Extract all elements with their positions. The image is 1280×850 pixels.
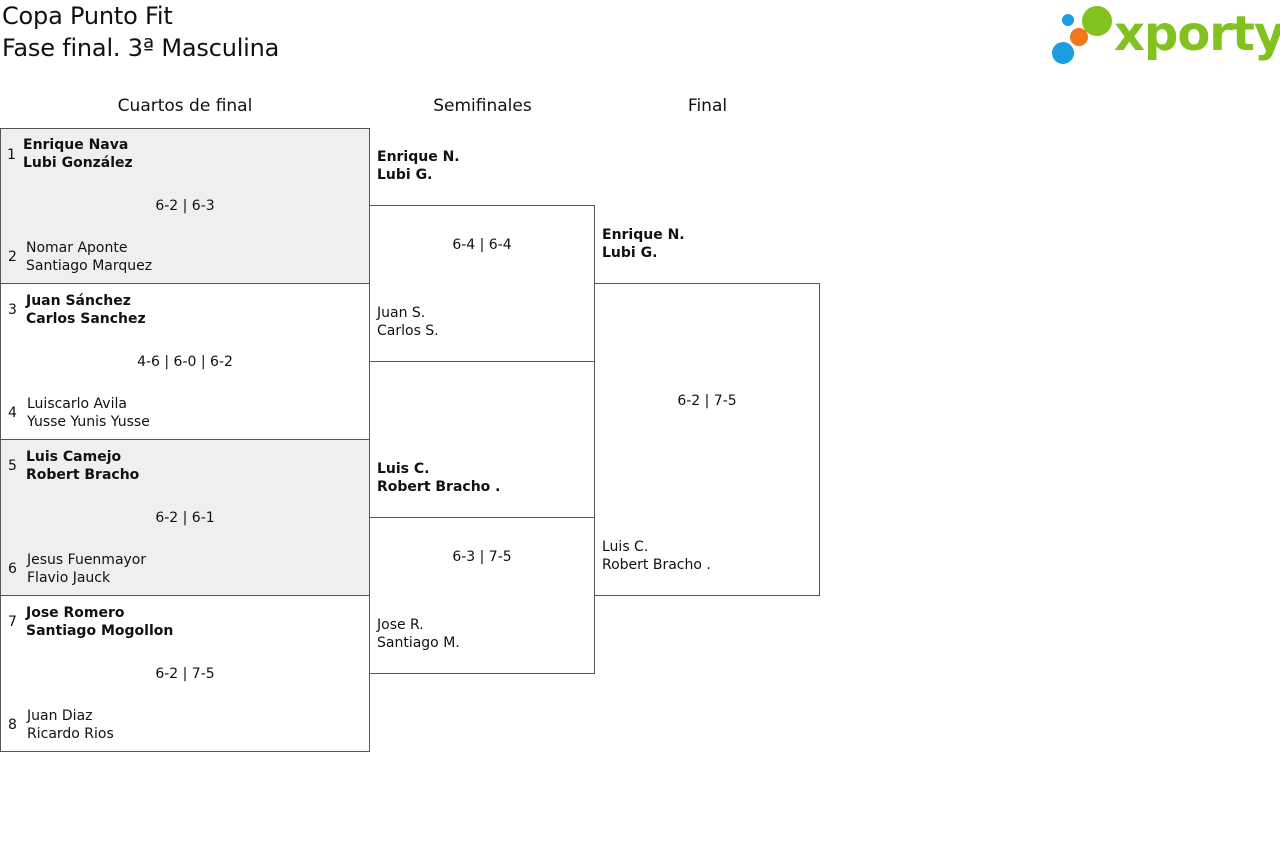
seed-number: 4 [8, 405, 17, 421]
player-name: Robert Bracho . [377, 479, 501, 495]
seed-number: 6 [8, 561, 17, 577]
player-name: Enrique N. [602, 227, 685, 243]
player-name: Lubi González [23, 155, 133, 171]
loser-team[interactable]: Luis C. Robert Bracho . [602, 538, 711, 574]
loser-team[interactable]: Nomar Aponte Santiago Marquez [26, 239, 152, 275]
player-name: Jose R. [377, 617, 424, 633]
quarterfinal-match-3[interactable]: 5 Luis Camejo Robert Bracho 6-2 | 6-1 6 … [0, 439, 370, 596]
match-score: 6-3 | 7-5 [452, 549, 512, 565]
player-name: Carlos S. [377, 323, 439, 339]
tournament-title: Copa Punto Fit [2, 2, 173, 30]
xporty-logo[interactable]: xporty [1050, 4, 1280, 68]
player-name: Lubi G. [377, 167, 433, 183]
match-score: 4-6 | 6-0 | 6-2 [137, 354, 233, 370]
logo-blue-dot-small [1062, 14, 1074, 26]
player-name: Juan Diaz [27, 708, 93, 724]
seed-number: 2 [8, 249, 17, 265]
player-name: Nomar Aponte [26, 240, 128, 256]
loser-team[interactable]: Jesus Fuenmayor Flavio Jauck [27, 551, 146, 587]
round-header-quarterfinals: Cuartos de final [117, 96, 253, 116]
player-name: Enrique Nava [23, 137, 129, 153]
loser-team[interactable]: Juan Diaz Ricardo Rios [27, 707, 114, 743]
logo-orange-dot [1070, 28, 1088, 46]
player-name: Jose Romero [26, 605, 125, 621]
semifinal-2-winner-team[interactable]: Luis C. Robert Bracho . [377, 460, 500, 496]
seed-number: 1 [7, 147, 16, 163]
seed-number: 5 [8, 458, 17, 474]
player-name: Yusse Yunis Yusse [27, 414, 150, 430]
semifinal-1-winner-team[interactable]: Enrique N. Lubi G. [377, 148, 460, 184]
semifinal-match-1[interactable]: 6-4 | 6-4 Juan S. Carlos S. [369, 205, 595, 362]
logo-wordmark: xporty [1114, 6, 1280, 62]
seed-number: 8 [8, 717, 17, 733]
loser-team[interactable]: Luiscarlo Avila Yusse Yunis Yusse [27, 395, 150, 431]
match-score: 6-2 | 7-5 [677, 393, 737, 409]
loser-team[interactable]: Jose R. Santiago M. [377, 616, 460, 652]
round-header-semifinals: Semifinales [433, 96, 532, 116]
player-name: Juan S. [377, 305, 426, 321]
logo-green-dot [1082, 6, 1112, 36]
winner-team[interactable]: Jose Romero Santiago Mogollon [26, 604, 173, 640]
seed-number: 3 [8, 302, 17, 318]
match-score: 6-4 | 6-4 [452, 237, 512, 253]
player-name: Carlos Sanchez [26, 311, 146, 327]
final-match[interactable]: 6-2 | 7-5 Luis C. Robert Bracho . [594, 283, 820, 596]
player-name: Robert Bracho . [602, 557, 711, 573]
winner-team[interactable]: Enrique Nava Lubi González [23, 136, 133, 172]
player-name: Santiago Mogollon [26, 623, 174, 639]
seed-number: 7 [8, 614, 17, 630]
player-name: Flavio Jauck [27, 570, 111, 586]
player-name: Luis C. [602, 539, 649, 555]
semifinal-match-2[interactable]: 6-3 | 7-5 Jose R. Santiago M. [369, 517, 595, 674]
player-name: Lubi G. [602, 245, 658, 261]
logo-blue-dot-big [1052, 42, 1074, 64]
player-name: Luis C. [377, 461, 430, 477]
player-name: Santiago Marquez [26, 258, 153, 274]
round-header-final: Final [687, 96, 728, 116]
quarterfinal-match-4[interactable]: 7 Jose Romero Santiago Mogollon 6-2 | 7-… [0, 595, 370, 752]
phase-subtitle: Fase final. 3ª Masculina [2, 34, 280, 62]
quarterfinal-match-2[interactable]: 3 Juan Sánchez Carlos Sanchez 4-6 | 6-0 … [0, 283, 370, 440]
winner-team[interactable]: Luis Camejo Robert Bracho [26, 448, 139, 484]
final-winner-team[interactable]: Enrique N. Lubi G. [602, 226, 685, 262]
loser-team[interactable]: Juan S. Carlos S. [377, 304, 439, 340]
player-name: Enrique N. [377, 149, 460, 165]
player-name: Juan Sánchez [26, 293, 131, 309]
match-score: 6-2 | 6-1 [155, 510, 215, 526]
player-name: Jesus Fuenmayor [27, 552, 147, 568]
player-name: Ricardo Rios [27, 726, 114, 742]
player-name: Santiago M. [377, 635, 460, 651]
winner-team[interactable]: Juan Sánchez Carlos Sanchez [26, 292, 146, 328]
player-name: Luiscarlo Avila [27, 396, 127, 412]
player-name: Robert Bracho [26, 467, 140, 483]
quarterfinal-match-1[interactable]: 1 Enrique Nava Lubi González 6-2 | 6-3 2… [0, 128, 370, 284]
player-name: Luis Camejo [26, 449, 122, 465]
match-score: 6-2 | 7-5 [155, 666, 215, 682]
match-score: 6-2 | 6-3 [155, 198, 215, 214]
